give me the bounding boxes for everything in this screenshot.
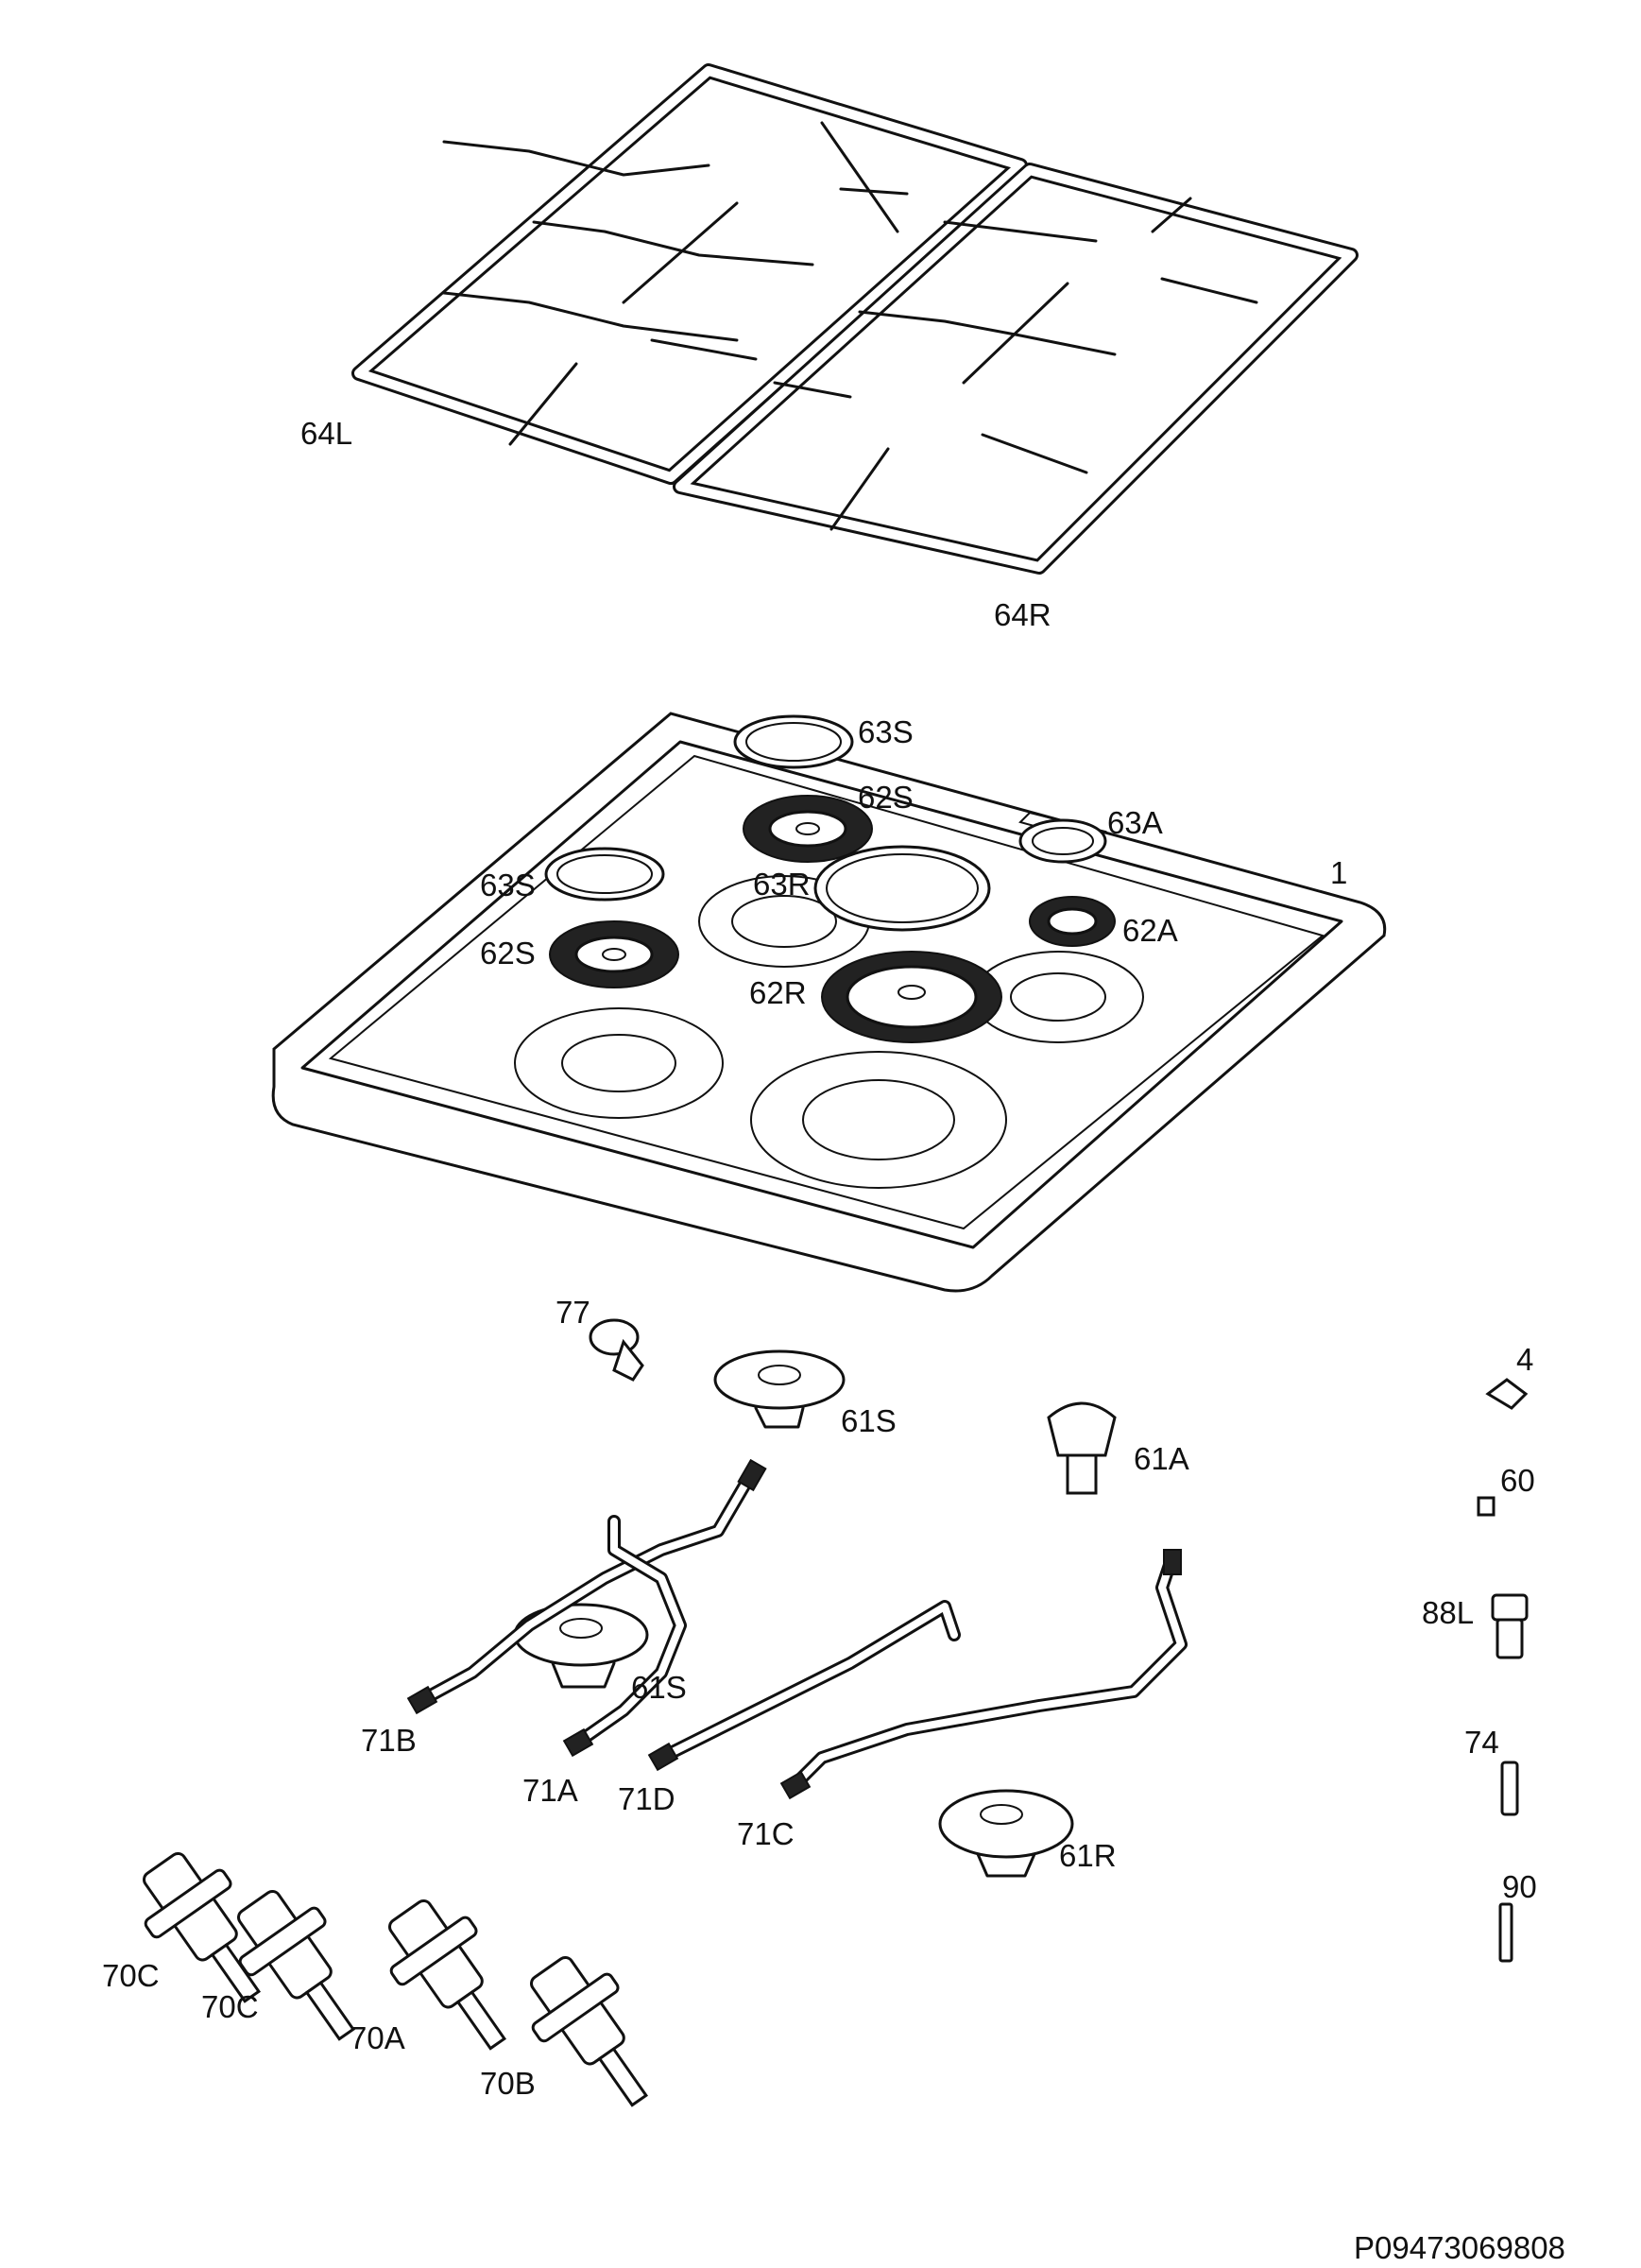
part-74-thermocouple — [1500, 1761, 1519, 1816]
label-63S-left: 63S — [480, 868, 536, 902]
burner-cap-63S-top — [733, 714, 854, 769]
label-60: 60 — [1500, 1463, 1535, 1498]
gas-pipe-71A — [562, 1515, 687, 1758]
burner-cap-63A — [1018, 818, 1107, 864]
label-88L: 88L — [1422, 1595, 1474, 1630]
label-61S-top: 61S — [841, 1403, 897, 1438]
burner-crown-62S-top — [743, 795, 873, 863]
burner-cap-63S-left — [544, 847, 665, 902]
pan-support-right — [673, 163, 1359, 575]
label-70A: 70A — [350, 2020, 405, 2055]
gas-pipe-71D — [647, 1600, 961, 1772]
gas-tap-70C-1 — [143, 1851, 261, 2003]
label-61A: 61A — [1134, 1441, 1189, 1476]
document-code: P09473069808 — [1354, 2230, 1565, 2265]
label-64R: 64R — [994, 597, 1051, 632]
part-77-fitting — [589, 1318, 644, 1382]
label-77: 77 — [556, 1295, 590, 1330]
hob-burner-seats — [514, 875, 1144, 1189]
burner-body-61R — [938, 1789, 1074, 1878]
label-4: 4 — [1516, 1342, 1533, 1377]
label-71C: 71C — [737, 1816, 795, 1851]
part-88L-connector — [1491, 1593, 1529, 1659]
pan-support-left — [351, 63, 1028, 485]
label-71D: 71D — [618, 1781, 675, 1816]
label-71B: 71B — [361, 1723, 417, 1758]
part-60-nut — [1477, 1496, 1496, 1517]
burner-crown-62R — [821, 951, 1002, 1043]
label-63A: 63A — [1107, 805, 1163, 840]
gas-tap-70A — [388, 1899, 506, 2051]
burner-cap-63R — [813, 845, 991, 932]
label-64L: 64L — [300, 416, 352, 451]
label-90: 90 — [1502, 1869, 1537, 1904]
burner-crown-62S-left — [549, 920, 679, 988]
part-90-spark-plug — [1498, 1902, 1513, 1963]
label-62R: 62R — [749, 975, 807, 1010]
label-74: 74 — [1464, 1725, 1499, 1760]
label-61S-mid: 61S — [631, 1670, 687, 1705]
label-61R: 61R — [1059, 1838, 1117, 1873]
gas-pipe-71C — [779, 1549, 1188, 1800]
label-62A: 62A — [1122, 913, 1178, 948]
label-63S-top: 63S — [858, 714, 914, 749]
burner-body-61A — [1047, 1401, 1117, 1495]
label-70B: 70B — [480, 2066, 536, 2101]
label-70C-2: 70C — [201, 1989, 259, 2024]
label-63R: 63R — [753, 867, 811, 902]
label-70C-1: 70C — [102, 1958, 160, 1993]
gas-tap-70C-2 — [237, 1889, 355, 2041]
gas-tap-70B — [530, 1955, 648, 2107]
label-1: 1 — [1330, 855, 1347, 890]
label-71A: 71A — [522, 1773, 578, 1808]
part-4-clip — [1485, 1378, 1529, 1410]
gas-pipe-71B — [406, 1458, 767, 1715]
burner-body-61S-top — [713, 1349, 846, 1429]
burner-crown-62A — [1029, 896, 1116, 947]
label-62S-top: 62S — [858, 780, 914, 815]
label-62S-left: 62S — [480, 936, 536, 971]
